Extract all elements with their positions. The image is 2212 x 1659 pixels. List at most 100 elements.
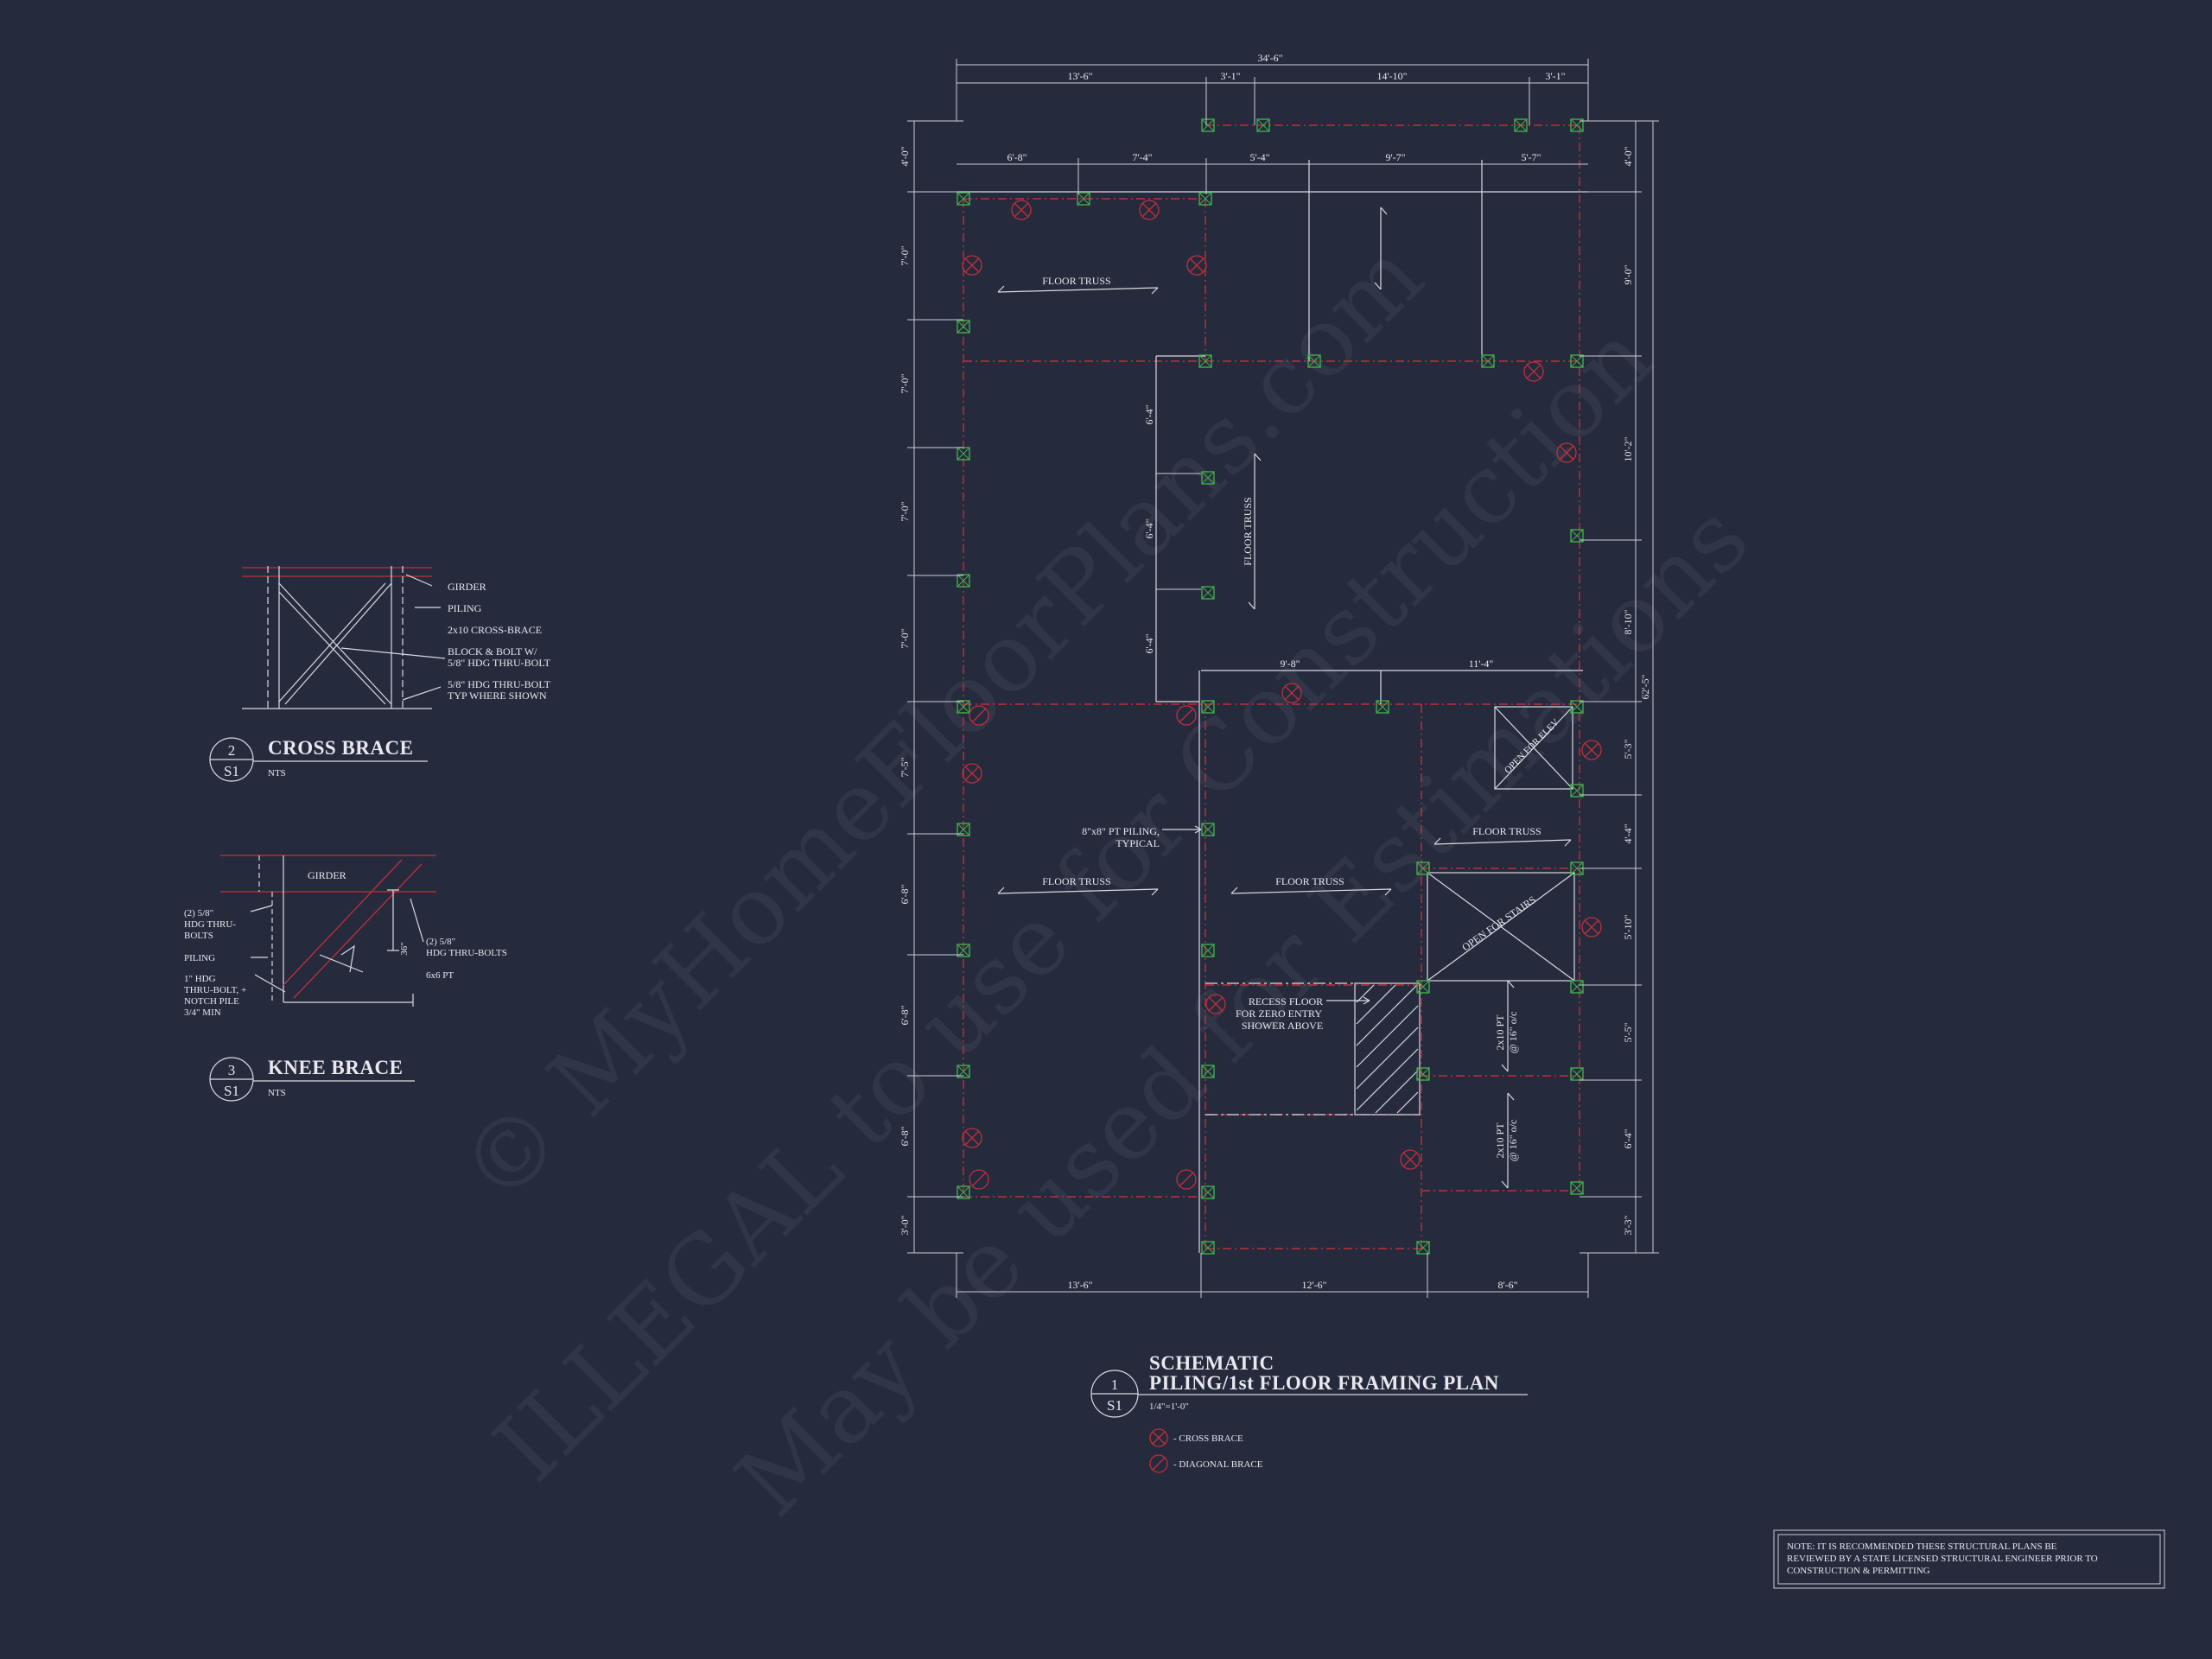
piling-note-line1: 8"x8" PT PILING, bbox=[1082, 825, 1160, 837]
piling-icon bbox=[1570, 354, 1584, 368]
cb-scale: NTS bbox=[268, 768, 286, 779]
kb-left-2: HDG THRU- bbox=[184, 919, 236, 930]
cb-number: 2 bbox=[228, 742, 236, 759]
dimensions: 34'-6" 13'-6" 3'-1" 14'-10" 3'-1" 6'-8" … bbox=[899, 52, 1659, 1298]
kb-title: KNEE BRACE bbox=[268, 1057, 403, 1078]
pt2-line1: 2x10 PT bbox=[1494, 1122, 1506, 1159]
cb-title: CROSS BRACE bbox=[268, 737, 413, 759]
piling-icon bbox=[1201, 118, 1215, 132]
piling-icon bbox=[1201, 1241, 1215, 1255]
floor-truss-label-2: FLOOR TRUSS bbox=[1042, 875, 1110, 887]
dim-top-r2-5: 5'-7" bbox=[1521, 151, 1541, 163]
floor-truss-label-4: FLOOR TRUSS bbox=[1472, 825, 1541, 837]
note-line1: NOTE: IT IS RECOMMENDED THESE STRUCTURAL… bbox=[1787, 1541, 2057, 1552]
piling-icon bbox=[1201, 944, 1215, 957]
piling-icon bbox=[1201, 586, 1215, 600]
piling-icon bbox=[957, 320, 970, 334]
piling-icon bbox=[1201, 700, 1215, 714]
dim-top-overall: 34'-6" bbox=[1257, 52, 1282, 64]
left-dim-ticks bbox=[907, 120, 963, 1254]
framing-plan: FLOOR TRUSS FLOOR TRUSS FLOOR TRUSS FLOO… bbox=[899, 52, 1659, 1298]
dim-mid-h-2: 11'-4" bbox=[1469, 658, 1494, 670]
dim-right-8: 5'-5" bbox=[1622, 1022, 1634, 1042]
dim-left-5: 7'-0" bbox=[899, 628, 911, 648]
cross-brace-icon bbox=[1281, 683, 1302, 703]
cb-sheet: S1 bbox=[224, 763, 239, 779]
kb-left-4: PILING bbox=[184, 953, 215, 963]
kb-dim: 36" bbox=[399, 942, 410, 956]
kb-left-6: THRU-BOLT, + bbox=[184, 985, 246, 995]
engineer-note: NOTE: IT IS RECOMMENDED THESE STRUCTURAL… bbox=[1773, 1529, 2165, 1589]
dim-left-7: 6'-8" bbox=[899, 884, 911, 904]
piling-icon bbox=[1416, 980, 1430, 994]
dim-bottom-1: 13'-6" bbox=[1067, 1279, 1092, 1291]
kb-scale: NTS bbox=[268, 1088, 286, 1098]
cross-brace-icon bbox=[1523, 361, 1544, 382]
dim-top-r2-4: 9'-7" bbox=[1385, 151, 1405, 163]
diagonal-brace-icon bbox=[1176, 705, 1197, 726]
piling-note-line2: TYPICAL bbox=[1116, 837, 1160, 849]
plan-title-line1: SCHEMATIC bbox=[1149, 1352, 1274, 1374]
kb-left-7: NOTCH PILE bbox=[184, 996, 239, 1007]
recess-line1: RECESS FLOOR bbox=[1249, 995, 1323, 1007]
piling-icon bbox=[1481, 354, 1495, 368]
cb-label-girder: GIRDER bbox=[448, 581, 486, 593]
floor-truss-label-vertical: FLOOR TRUSS bbox=[1242, 497, 1254, 565]
diagonal-brace-icon bbox=[969, 1169, 989, 1190]
piling-icon bbox=[1570, 1181, 1584, 1195]
piling-icon bbox=[1570, 700, 1584, 714]
cross-brace-detail: GIRDER PILING 2x10 CROSS-BRACE BLOCK & B… bbox=[209, 566, 551, 782]
cross-brace-icon bbox=[1186, 255, 1207, 276]
dim-top-r1-3: 14'-10" bbox=[1376, 70, 1407, 82]
dim-right-4: 8'-10" bbox=[1622, 609, 1634, 634]
legend-diagonal-brace-text: - DIAGONAL BRACE bbox=[1173, 1459, 1263, 1470]
piling-icon bbox=[957, 574, 970, 588]
open-stairs-label: OPEN FOR STAIRS bbox=[1459, 893, 1538, 953]
cross-brace-icon bbox=[1205, 994, 1226, 1014]
dim-mid-v-1: 6'-4" bbox=[1143, 404, 1155, 424]
diagonal-brace-icon bbox=[1176, 1169, 1197, 1190]
diagonal-brace-icon bbox=[969, 705, 989, 726]
kb-sheet: S1 bbox=[224, 1083, 239, 1099]
cb-label-block2: 5/8" HDG THRU-BOLT bbox=[448, 657, 551, 669]
piling-icon bbox=[1201, 1065, 1215, 1078]
piling-icon bbox=[957, 192, 970, 206]
dim-mid-v-2: 6'-4" bbox=[1143, 518, 1155, 538]
dim-top-r1-2: 3'-1" bbox=[1220, 70, 1240, 82]
knee-brace-detail: GIRDER (2) 5/8" HDG THRU- BOLTS PILING 1… bbox=[184, 855, 507, 1102]
piling-icon bbox=[1201, 823, 1215, 836]
kb-right-2: HDG THRU-BOLTS bbox=[426, 948, 507, 958]
dim-left-3: 7'-0" bbox=[899, 373, 911, 393]
piling-icon bbox=[1570, 118, 1584, 132]
dim-left-4: 7'-0" bbox=[899, 501, 911, 521]
kb-right-3: 6x6 PT bbox=[426, 970, 454, 981]
dim-top-r1-4: 3'-1" bbox=[1545, 70, 1565, 82]
piling-icon bbox=[1307, 354, 1321, 368]
dim-right-10: 3'-3" bbox=[1622, 1215, 1634, 1235]
plan-title-line2: PILING/1st FLOOR FRAMING PLAN bbox=[1149, 1372, 1499, 1394]
plan-title-block: 1 S1 SCHEMATIC PILING/1st FLOOR FRAMING … bbox=[1090, 1352, 1528, 1418]
dim-top-r1-1: 13'-6" bbox=[1067, 70, 1092, 82]
kb-girder: GIRDER bbox=[308, 869, 346, 881]
right-dim-ticks bbox=[1580, 120, 1659, 1254]
dim-bottom-3: 8'-6" bbox=[1497, 1279, 1517, 1291]
framework-lines bbox=[957, 160, 1588, 1253]
dim-right-7: 5'-10" bbox=[1622, 914, 1634, 939]
dim-bottom-2: 12'-6" bbox=[1301, 1279, 1326, 1291]
dim-mid-v-3: 6'-4" bbox=[1143, 633, 1155, 653]
dim-top-r2-2: 7'-4" bbox=[1132, 151, 1152, 163]
piling-icon bbox=[1077, 192, 1090, 206]
piling-icon bbox=[1376, 700, 1389, 714]
dim-left-2: 7'-0" bbox=[899, 245, 911, 265]
dim-left-9: 6'-8" bbox=[899, 1126, 911, 1146]
plan-scale: 1/4"=1'-0" bbox=[1149, 1402, 1189, 1412]
kb-left-8: 3/4" MIN bbox=[184, 1007, 221, 1018]
cb-label-piling: PILING bbox=[448, 602, 482, 614]
legend-cross-brace-icon bbox=[1149, 1428, 1168, 1447]
truss-arrows bbox=[997, 207, 1572, 1189]
kb-right-1: (2) 5/8" bbox=[426, 937, 455, 947]
dim-top-r2-3: 5'-4" bbox=[1249, 151, 1269, 163]
piling-icon bbox=[957, 700, 970, 714]
cross-brace-icon bbox=[1581, 740, 1602, 760]
